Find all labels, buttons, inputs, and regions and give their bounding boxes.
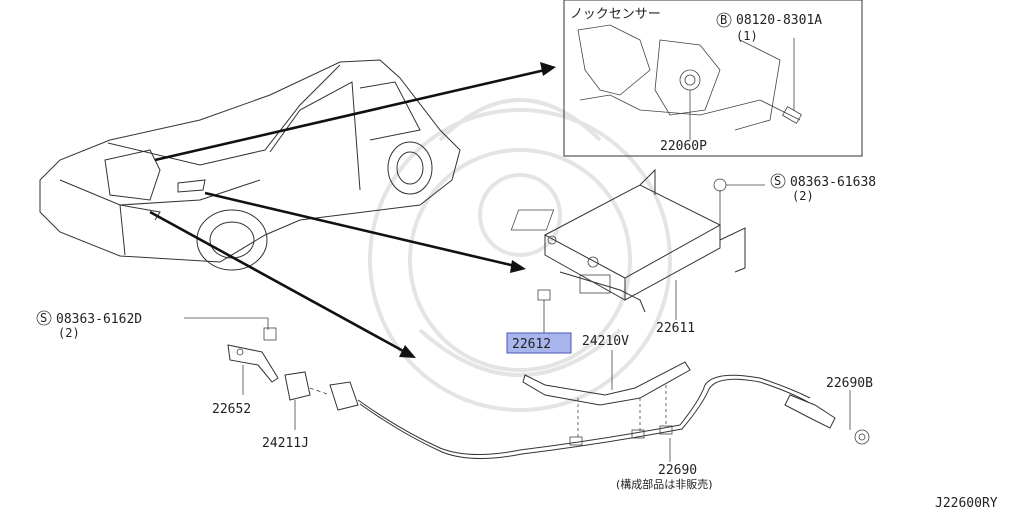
bolt-prefix-b: B (720, 13, 727, 27)
harness-wire (357, 374, 811, 462)
bracket-label: 24210V (582, 334, 629, 349)
screw-right-qty: (2) (792, 189, 814, 203)
clip-bracket (227, 344, 279, 395)
screw-left-prefix: S (40, 311, 47, 325)
screw-left-label: 08363-6162D (56, 312, 142, 327)
bolt-top-qty: (1) (736, 29, 758, 43)
ecm-small-label[interactable]: 22612 (512, 337, 551, 352)
o2-sensor (784, 390, 870, 445)
diagram-id: J22600RY (935, 496, 998, 511)
sensor-part-label: 22060P (660, 139, 707, 154)
screw-right-prefix: S (774, 174, 781, 188)
knock-sensor-inset: ノックセンサー B 08120-8301A (1) 22060P (563, 0, 863, 157)
highlight-box (506, 332, 572, 354)
leader-arrows (149, 62, 556, 358)
connector-label: 24211J (262, 436, 309, 451)
ecm-unit (510, 168, 765, 333)
o2-sensor-label: 22690B (826, 376, 873, 391)
screw-right-label: 08363-61638 (790, 175, 876, 190)
watermark-emblem (368, 98, 672, 412)
ecm-label: 22611 (656, 321, 695, 336)
connector-part (284, 371, 359, 430)
knock-sensor-label: ノックセンサー (570, 7, 661, 22)
harness-label: 22690 (658, 463, 697, 478)
car-illustration (39, 59, 461, 271)
screw-left-qty: (2) (58, 326, 80, 340)
harness-bracket (522, 350, 691, 440)
bolt-top-label: 08120-8301A (736, 13, 822, 28)
clip-label: 22652 (212, 402, 251, 417)
harness-note: (構成部品は非販売) (616, 477, 713, 491)
